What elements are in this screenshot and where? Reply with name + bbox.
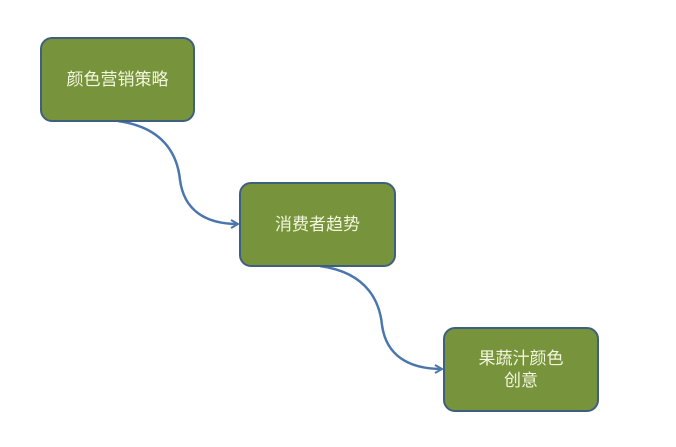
node-juice-color-ideas: 果蔬汁颜色 创意 (443, 327, 599, 412)
node-label: 颜色营销策略 (66, 69, 169, 90)
node-consumer-trends: 消费者趋势 (239, 182, 396, 267)
arrow-edge-1 (117, 119, 238, 224)
arrow-edge-2 (319, 264, 442, 369)
node-label: 果蔬汁颜色 创意 (478, 348, 564, 391)
node-label: 消费者趋势 (275, 214, 360, 235)
node-color-marketing-strategy: 颜色营销策略 (40, 37, 195, 122)
